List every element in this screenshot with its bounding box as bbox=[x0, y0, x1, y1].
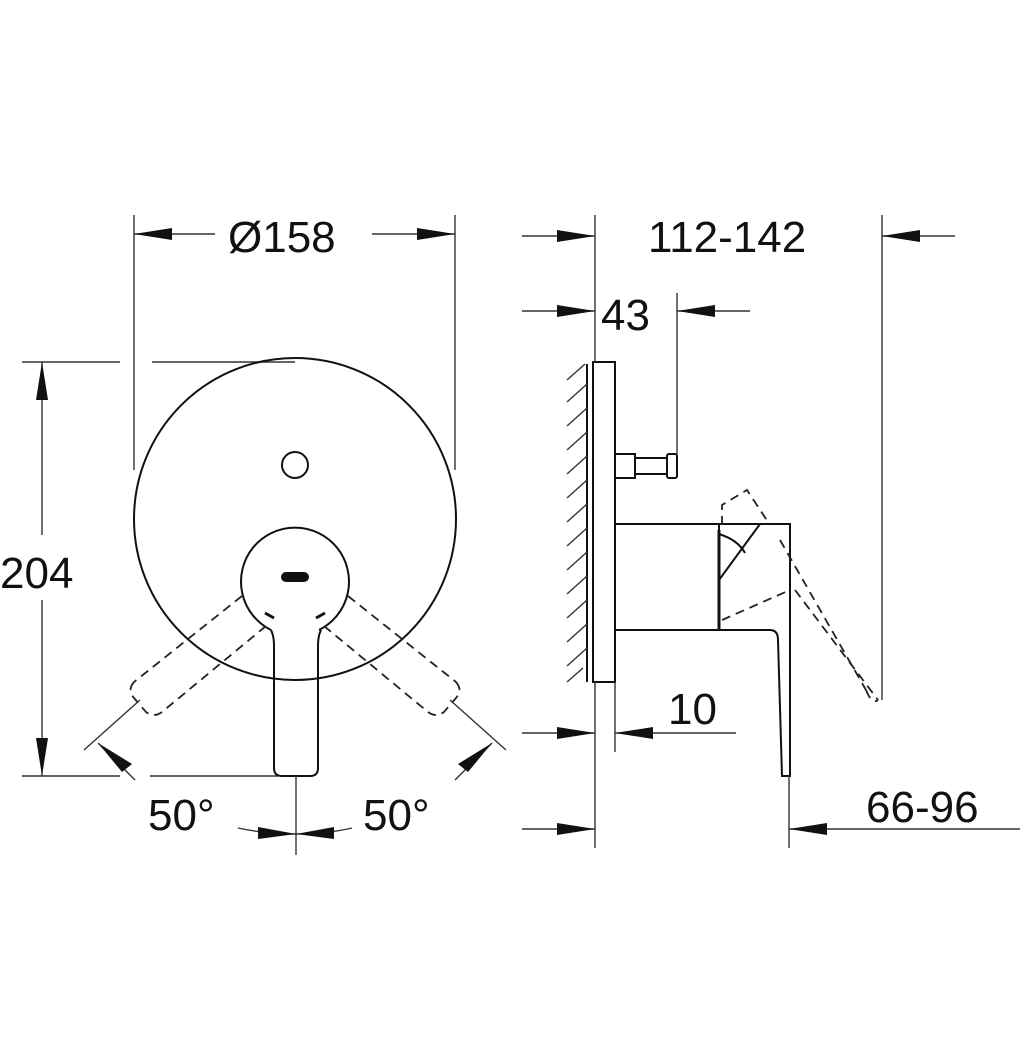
total-depth-arrow-right bbox=[882, 230, 920, 242]
angle-right-label: 50° bbox=[363, 791, 430, 840]
angle-left-label: 50° bbox=[148, 791, 215, 840]
diverter-depth-label: 43 bbox=[601, 291, 650, 340]
handle-arrow-right bbox=[789, 823, 827, 835]
lever-curve bbox=[718, 533, 746, 554]
handle-rotated-right-dashed bbox=[323, 595, 461, 716]
lever-side bbox=[719, 523, 791, 777]
diverter-cap bbox=[666, 453, 678, 479]
height-arrow-top bbox=[36, 362, 48, 400]
hub-notch-left bbox=[264, 611, 275, 620]
lever-rotated-dashed bbox=[721, 488, 879, 703]
lever-bevel bbox=[718, 523, 761, 581]
diameter-arrow-right bbox=[417, 228, 455, 240]
angle-extension-right bbox=[449, 699, 507, 751]
escutcheon-plate-side bbox=[592, 361, 616, 683]
angle-arrow-left bbox=[98, 743, 132, 772]
height-label: 204 bbox=[0, 549, 73, 598]
plate-arrow-left bbox=[557, 727, 595, 739]
escutcheon-plate bbox=[133, 357, 457, 681]
total-depth-arrow-left bbox=[557, 230, 595, 242]
plate-arrow-right bbox=[615, 727, 653, 739]
diameter-label: Ø158 bbox=[228, 213, 336, 262]
angle-extension-left bbox=[83, 699, 141, 751]
handle-rotated-left-dashed bbox=[129, 595, 267, 716]
angle-arrow-bottom-right bbox=[296, 827, 334, 839]
angle-arrow-bottom-left bbox=[258, 827, 296, 839]
plate-thickness-label: 10 bbox=[668, 685, 717, 734]
angle-arrow-right bbox=[458, 743, 492, 772]
total-depth-label: 112-142 bbox=[648, 213, 806, 262]
diverter-base bbox=[614, 453, 636, 479]
diverter-stem bbox=[634, 457, 668, 475]
diameter-arrow-left bbox=[134, 228, 172, 240]
handle-depth-label: 66-96 bbox=[866, 783, 979, 832]
hub-indicator-mark bbox=[281, 572, 309, 582]
lever-handle bbox=[270, 629, 322, 777]
handle-hub bbox=[240, 526, 350, 631]
hub-notch-right bbox=[315, 611, 326, 620]
side-view: 112-142 43 10 66-96 bbox=[522, 213, 1020, 848]
diverter-arrow-left bbox=[557, 305, 595, 317]
angle-arc-bottom bbox=[237, 827, 353, 835]
diverter-knob bbox=[281, 451, 309, 479]
wall-hatching bbox=[566, 363, 588, 683]
handle-hub-side bbox=[614, 523, 720, 631]
height-arrow-bottom bbox=[36, 738, 48, 776]
diverter-arrow-right bbox=[677, 305, 715, 317]
handle-arrow-left bbox=[557, 823, 595, 835]
front-view: Ø158 204 bbox=[0, 213, 507, 855]
